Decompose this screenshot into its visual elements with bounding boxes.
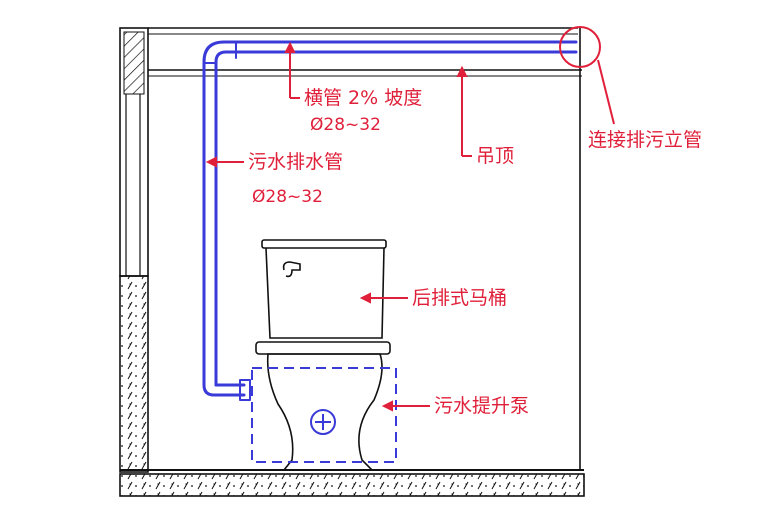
riser-connection-label: 连接排污立管 (588, 129, 702, 151)
horizontal-pipe-diameter: Ø28~32 (310, 115, 381, 135)
toilet-tank (265, 247, 385, 339)
floor-slab (119, 469, 585, 497)
toilet-label: 后排式马桶 (412, 287, 507, 309)
riser-connection-marker (559, 26, 601, 68)
left-wall (119, 27, 149, 473)
ceiling-label: 吊顶 (476, 145, 514, 167)
annotation-leaders (205, 41, 615, 412)
ceiling-lines (148, 27, 582, 77)
plus-in-circle-icon (310, 409, 336, 435)
toilet-tank-lid (261, 239, 387, 249)
lift-pump-label: 污水提升泵 (434, 395, 529, 417)
toilet-bowl (266, 353, 383, 471)
drain-pipe (202, 40, 578, 401)
toilet (255, 239, 391, 471)
toilet-seat (255, 341, 391, 355)
horizontal-pipe-label: 横管 2% 坡度 (304, 87, 422, 109)
flush-lever-icon (282, 261, 301, 278)
lift-pump (251, 367, 397, 463)
drain-pipe-diameter: Ø28~32 (252, 187, 323, 207)
drain-pipe-label: 污水排水管 (248, 151, 343, 173)
